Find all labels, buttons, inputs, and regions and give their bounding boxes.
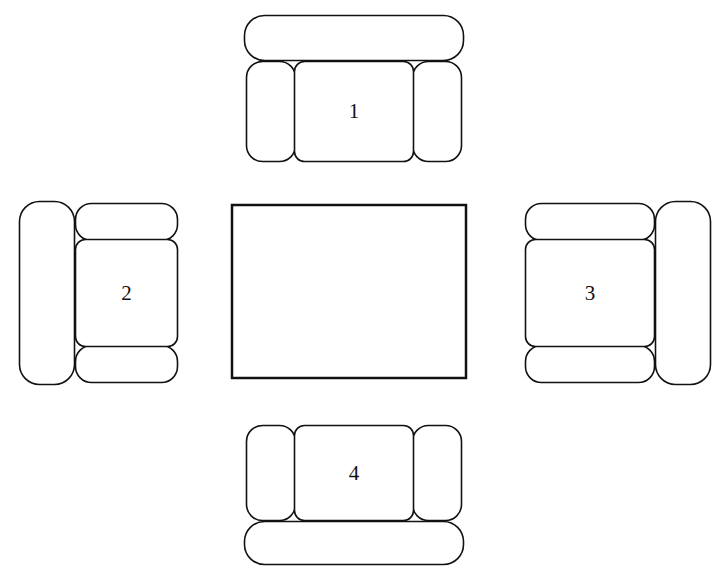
chair-seat bbox=[295, 62, 414, 162]
chair-number: 3 bbox=[585, 283, 596, 304]
chair-arm bbox=[247, 426, 296, 521]
table bbox=[232, 205, 466, 378]
chair-arm bbox=[526, 346, 655, 383]
armchair-outline bbox=[524, 200, 712, 386]
chair-back bbox=[656, 202, 711, 385]
chair-seat bbox=[295, 426, 414, 521]
chair-number: 1 bbox=[349, 101, 360, 122]
chair-number: 2 bbox=[121, 283, 132, 304]
chair-arm bbox=[526, 204, 655, 241]
chair-back bbox=[245, 16, 464, 61]
chair-arm bbox=[76, 346, 178, 383]
chair-arm bbox=[247, 62, 296, 162]
chair-seat bbox=[526, 240, 655, 347]
chair-back bbox=[20, 202, 75, 385]
chair-arm bbox=[413, 62, 462, 162]
armchair-outline bbox=[243, 14, 465, 163]
armchair: 4 bbox=[243, 424, 465, 566]
chair-arm bbox=[76, 204, 178, 241]
armchair: 1 bbox=[243, 14, 465, 163]
armchair-outline bbox=[18, 200, 179, 386]
armchair: 2 bbox=[18, 200, 179, 386]
chair-arm bbox=[413, 426, 462, 521]
chair-number: 4 bbox=[349, 463, 360, 484]
chair-back bbox=[245, 522, 464, 565]
armchair: 3 bbox=[524, 200, 712, 386]
armchair-outline bbox=[243, 424, 465, 566]
chair-seat bbox=[76, 240, 178, 347]
